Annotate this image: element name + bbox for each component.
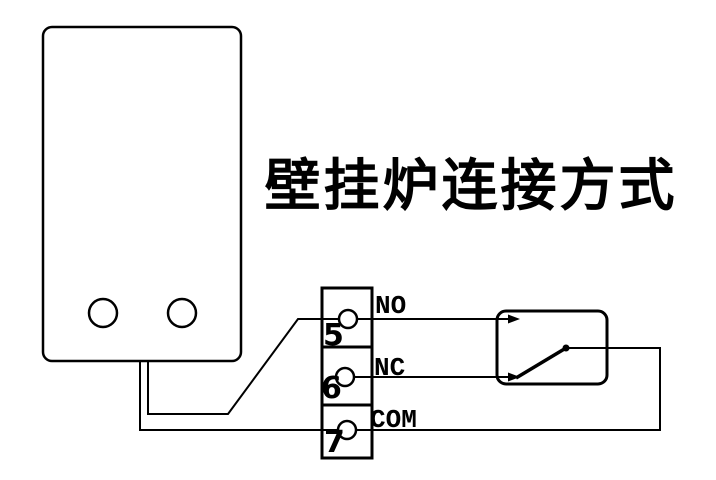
boiler-terminal-left-circle [87,297,119,329]
wire-no [147,318,513,415]
no-arrowhead-icon [508,314,520,324]
terminal-block-outline [320,286,374,460]
terminal-7-number: 7 [324,425,345,460]
nc-arrowhead-icon [508,372,520,382]
terminal-6-circle [334,366,356,388]
switch-pivot-dot [562,344,570,352]
switch-blade [515,346,567,380]
terminal-7-circle [336,419,358,441]
terminal-5-circle [337,308,359,330]
diagram-title: 壁挂炉连接方式 [264,153,678,217]
terminal-6-number: 6 [321,371,342,406]
terminal-no-label: NO [375,291,406,321]
terminal-5-number: 5 [323,318,344,353]
wire-com-loop [139,347,661,431]
boiler-terminal-right-circle [166,297,198,329]
terminal-com-label: COM [370,405,417,435]
terminal-nc-label: NC [374,353,405,383]
boiler-outline [41,25,243,363]
switch-box-outline [495,309,609,386]
